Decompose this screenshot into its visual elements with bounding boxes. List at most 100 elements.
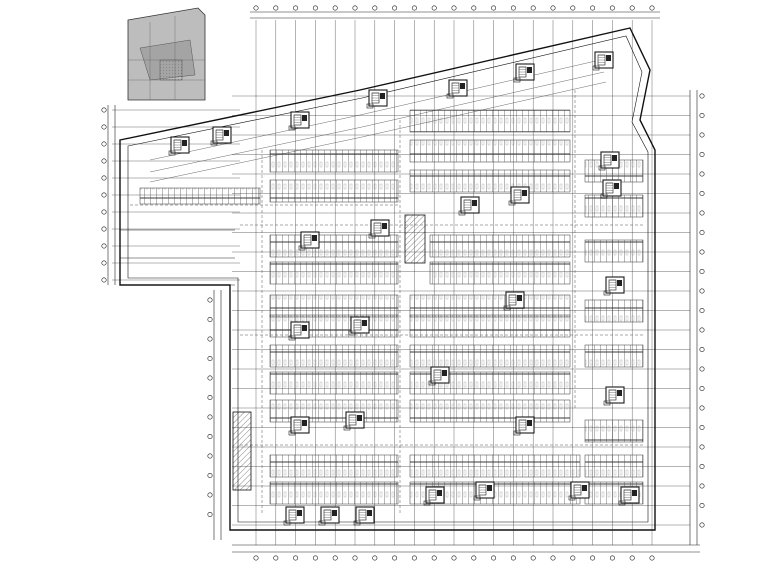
parking-stall-row [269, 481, 399, 505]
grid-bubble-icon [699, 249, 705, 255]
parking-stall-row [584, 239, 644, 263]
grid-bubble-icon [699, 444, 705, 450]
grid-bubble-icon [699, 230, 705, 236]
grid-bubble-icon [649, 5, 655, 11]
parking-stall-row [269, 454, 399, 478]
parking-stall-row [269, 314, 399, 338]
stair-core-icon [348, 316, 370, 336]
parking-stall-row [584, 344, 644, 368]
stair-core-icon [592, 51, 614, 71]
grid-bubble-icon [629, 555, 635, 561]
grid-bubble-icon [101, 260, 107, 266]
stair-core-icon [603, 276, 625, 296]
grid-bubble-icon [207, 472, 213, 478]
grid-bubble-icon [491, 5, 497, 11]
grid-bubble-icon [699, 346, 705, 352]
grid-bubble-icon [699, 210, 705, 216]
grid-bubble-icon [699, 113, 705, 119]
grid-bubble-icon [207, 316, 213, 322]
grid-bubble-icon [629, 5, 635, 11]
grid-bubble-icon [491, 555, 497, 561]
grid-bubble-icon [392, 5, 398, 11]
stair-core-icon [513, 416, 535, 436]
parking-stall-row [409, 314, 571, 338]
parking-stall-row [269, 179, 399, 203]
grid-bubble-icon [570, 555, 576, 561]
ramp-icon [232, 411, 252, 491]
entrance-approach [120, 229, 235, 286]
stair-core-icon [508, 186, 530, 206]
grid-bubble-icon [207, 511, 213, 517]
stair-core-icon [503, 291, 525, 311]
dimension-lines [107, 11, 700, 553]
stair-core-icon [423, 486, 445, 506]
stair-core-icon [428, 366, 450, 386]
grid-bubble-icon [101, 107, 107, 113]
grid-bubble-icon [431, 555, 437, 561]
grid-bubble-icon [372, 555, 378, 561]
grid-bubble-icon [207, 433, 213, 439]
stair-core-icon [343, 411, 365, 431]
grid-bubble-icon [471, 555, 477, 561]
parking-stall-row [584, 299, 644, 323]
parking-stall-row [269, 149, 399, 173]
stair-core-icon [298, 231, 320, 251]
grid-bubble-icon [207, 492, 213, 498]
parking-stall-row [409, 139, 571, 163]
grid-bubble-icon [699, 405, 705, 411]
stair-core-icon [368, 219, 390, 239]
grid-bubble-icon [609, 555, 615, 561]
grid-bubble-icon [293, 5, 299, 11]
grid-bubble-icon [101, 158, 107, 164]
stair-core-icon [568, 481, 590, 501]
grid-bubble-icon [207, 453, 213, 459]
grid-bubble-icon [451, 555, 457, 561]
grid-bubble-icon [609, 5, 615, 11]
grid-bubble-icon [699, 483, 705, 489]
grid-bubble-icon [471, 5, 477, 11]
grid-bubble-icon [293, 555, 299, 561]
grid-bubble-icon [253, 5, 259, 11]
grid-bubble-icon [550, 5, 556, 11]
stair-cores [168, 51, 640, 526]
stair-core-icon [458, 196, 480, 216]
grid-bubble-icon [699, 93, 705, 99]
grid-bubble-icon [101, 192, 107, 198]
grid-bubble-icon [101, 141, 107, 147]
grid-bubble-icon [699, 307, 705, 313]
stair-core-icon [366, 89, 388, 109]
grid-bubble-icon [101, 124, 107, 130]
parking-stall-row [409, 454, 581, 478]
grid-bubble-icon [207, 336, 213, 342]
grid-bubble-icon [411, 5, 417, 11]
grid-bubble-icon [312, 5, 318, 11]
parking-stall-row [429, 261, 571, 285]
grid-bubble-icon [332, 555, 338, 561]
grid-bubble-icon [101, 209, 107, 215]
grid-bubble-icon [699, 502, 705, 508]
grid-bubbles-left [101, 107, 213, 517]
stair-core-icon [446, 79, 468, 99]
grid-bubble-icon [431, 5, 437, 11]
grid-bubble-icon [332, 5, 338, 11]
grid-bubble-icon [352, 555, 358, 561]
grid-bubble-icon [352, 5, 358, 11]
grid-bubble-icon [699, 152, 705, 158]
parking-stall-bands [139, 109, 644, 505]
stair-core-icon [318, 506, 340, 526]
grid-bubble-icon [101, 243, 107, 249]
grid-bubble-icon [411, 555, 417, 561]
grid-bubble-icon [451, 5, 457, 11]
parking-stall-row [409, 169, 571, 193]
stair-core-icon [513, 63, 535, 83]
grid-bubble-icon [207, 297, 213, 303]
key-plan-icon [127, 7, 206, 101]
ramp-icon [404, 214, 426, 264]
grid-bubble-icon [101, 226, 107, 232]
grid-bubble-icon [699, 327, 705, 333]
stair-core-icon [353, 506, 375, 526]
grid-bubble-icon [207, 375, 213, 381]
parking-stall-row [139, 187, 261, 205]
parking-stall-row [269, 261, 399, 285]
grid-bubble-icon [530, 5, 536, 11]
